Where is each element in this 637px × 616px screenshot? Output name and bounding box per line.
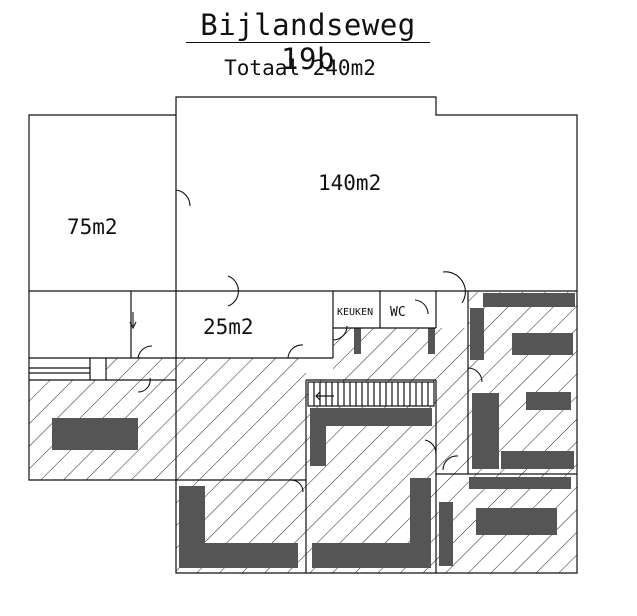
block-right-mid: [512, 333, 573, 355]
hatch-corridor-center: [176, 358, 306, 480]
walls: [28, 96, 578, 574]
block-right-bottom: [501, 451, 574, 469]
block-bottom-right-mid: [476, 508, 557, 535]
block-bottom-right-top: [469, 477, 571, 489]
block-bottom-center-v: [410, 478, 431, 568]
room-label-wc: WC: [390, 305, 406, 320]
hatch-center-top: [333, 328, 468, 380]
block-center-left: [310, 408, 326, 466]
hatch-stair-column: [436, 380, 468, 474]
room-label-middle: 25m2: [203, 315, 254, 339]
hatch-corridor-left: [106, 358, 176, 380]
room-label-kitchen: KEUKEN: [337, 307, 374, 318]
block-top-right-bar: [483, 293, 575, 307]
block-right-vertical-1: [470, 308, 484, 360]
block-right-vertical-2: [472, 393, 499, 469]
block-bottom-left-h: [179, 543, 298, 568]
room-label-left: 75m2: [67, 215, 118, 239]
door-swings: [129, 189, 483, 493]
total-area: Totaal 240m2: [224, 56, 376, 80]
block-center-top: [310, 408, 432, 426]
block-right-small: [526, 392, 571, 410]
plan-title: Bijlandseweg 19b: [186, 8, 430, 76]
stair: [307, 381, 435, 407]
block-bottom-right-v: [439, 502, 453, 566]
furniture-blocks: [52, 293, 575, 568]
block-kitchen-left: [354, 328, 361, 354]
block-wc-right: [428, 328, 435, 354]
room-label-large: 140m2: [318, 171, 382, 195]
block-left: [52, 418, 138, 450]
